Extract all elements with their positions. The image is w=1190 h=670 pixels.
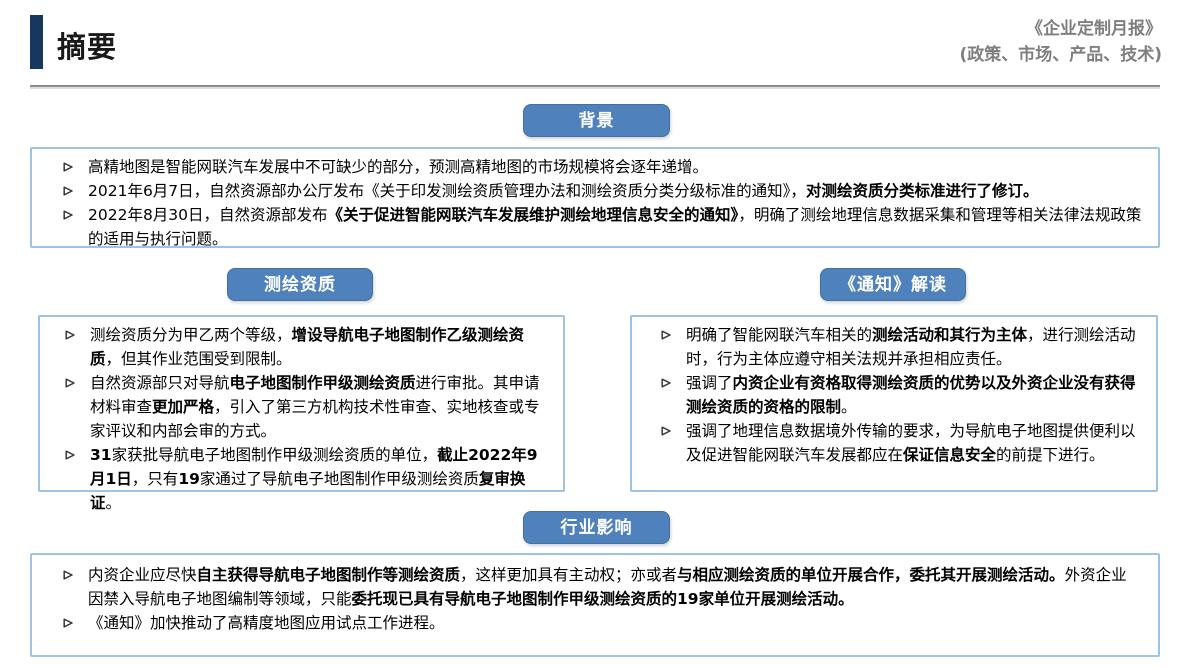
interpretation-bullet-list: 明确了智能网联汽车相关的测绘活动和其行为主体，进行测绘活动时，行为主体应遵守相关… <box>658 323 1142 467</box>
background-bullet-list: 高精地图是智能网联汽车发展中不可缺少的部分，预测高精地图的市场规模将会逐年递增。… <box>60 155 1142 251</box>
bullet-item: 明确了智能网联汽车相关的测绘活动和其行为主体，进行测绘活动时，行为主体应遵守相关… <box>658 323 1142 371</box>
arrow-bullet-icon <box>63 186 73 196</box>
qualification-box: 测绘资质分为甲乙两个等级，增设导航电子地图制作乙级测绘资质，但其作业范围受到限制… <box>38 315 565 512</box>
arrow-bullet-icon <box>63 570 73 580</box>
bullet-text: 2021年6月7日，自然资源部办公厅发布《关于印发测绘资质管理办法和测绘资质分类… <box>88 182 1039 200</box>
section-badge-industry: 行业影响 <box>523 511 670 544</box>
arrow-bullet-icon <box>661 426 671 436</box>
bullet-text: 2022年8月30日，自然资源部发布《关于促进智能网联汽车发展维护测绘地理信息安… <box>88 206 1142 248</box>
arrow-bullet-icon <box>65 378 75 388</box>
header-divider <box>30 85 1160 87</box>
bullet-item: 内资企业应尽快自主获得导航电子地图制作等测绘资质，这样更加具有主动权；亦或者与相… <box>60 563 1142 611</box>
background-box: 高精地图是智能网联汽车发展中不可缺少的部分，预测高精地图的市场规模将会逐年递增。… <box>30 147 1160 248</box>
bullet-item: 31家获批导航电子地图制作甲级测绘资质的单位，截止2022年9月1日，只有19家… <box>62 443 549 515</box>
arrow-bullet-icon <box>65 330 75 340</box>
bullet-item: 2021年6月7日，自然资源部办公厅发布《关于印发测绘资质管理办法和测绘资质分类… <box>60 179 1142 203</box>
section-badge-qualification: 测绘资质 <box>227 268 373 301</box>
report-subtitle-line1: 《企业定制月报》 <box>1026 19 1162 39</box>
title-accent-bar <box>30 15 43 69</box>
industry-box: 内资企业应尽快自主获得导航电子地图制作等测绘资质，这样更加具有主动权；亦或者与相… <box>30 553 1160 657</box>
bullet-text: 自然资源部只对导航电子地图制作甲级测绘资质进行审批。其申请材料审查更加严格，引入… <box>90 374 540 440</box>
bullet-item: 强调了内资企业有资格取得测绘资质的优势以及外资企业没有获得测绘资质的资格的限制。 <box>658 371 1142 419</box>
bullet-item: 测绘资质分为甲乙两个等级，增设导航电子地图制作乙级测绘资质，但其作业范围受到限制… <box>62 323 549 371</box>
bullet-text: 强调了地理信息数据境外传输的要求，为导航电子地图提供便利以及促进智能网联汽车发展… <box>686 422 1136 464</box>
arrow-bullet-icon <box>63 210 73 220</box>
section-badge-interpretation: 《通知》解读 <box>820 268 966 301</box>
bullet-text: 31家获批导航电子地图制作甲级测绘资质的单位，截止2022年9月1日，只有19家… <box>90 446 538 512</box>
bullet-item: 强调了地理信息数据境外传输的要求，为导航电子地图提供便利以及促进智能网联汽车发展… <box>658 419 1142 467</box>
interpretation-box: 明确了智能网联汽车相关的测绘活动和其行为主体，进行测绘活动时，行为主体应遵守相关… <box>630 315 1158 492</box>
bullet-text: 测绘资质分为甲乙两个等级，增设导航电子地图制作乙级测绘资质，但其作业范围受到限制… <box>90 326 525 368</box>
bullet-item: 《通知》加快推动了高精度地图应用试点工作进程。 <box>60 611 1142 635</box>
report-subtitle: 《企业定制月报》 (政策、市场、产品、技术) <box>959 16 1162 68</box>
arrow-bullet-icon <box>661 378 671 388</box>
bullet-item: 高精地图是智能网联汽车发展中不可缺少的部分，预测高精地图的市场规模将会逐年递增。 <box>60 155 1142 179</box>
bullet-text: 《通知》加快推动了高精度地图应用试点工作进程。 <box>88 614 445 632</box>
bullet-item: 自然资源部只对导航电子地图制作甲级测绘资质进行审批。其申请材料审查更加严格，引入… <box>62 371 549 443</box>
bullet-text: 强调了内资企业有资格取得测绘资质的优势以及外资企业没有获得测绘资质的资格的限制。 <box>686 374 1136 416</box>
arrow-bullet-icon <box>63 162 73 172</box>
bullet-text: 明确了智能网联汽车相关的测绘活动和其行为主体，进行测绘活动时，行为主体应遵守相关… <box>686 326 1136 368</box>
section-badge-background: 背景 <box>523 104 670 137</box>
industry-bullet-list: 内资企业应尽快自主获得导航电子地图制作等测绘资质，这样更加具有主动权；亦或者与相… <box>60 563 1142 635</box>
qualification-bullet-list: 测绘资质分为甲乙两个等级，增设导航电子地图制作乙级测绘资质，但其作业范围受到限制… <box>62 323 549 515</box>
arrow-bullet-icon <box>661 330 671 340</box>
bullet-text: 内资企业应尽快自主获得导航电子地图制作等测绘资质，这样更加具有主动权；亦或者与相… <box>88 566 1127 608</box>
arrow-bullet-icon <box>65 450 75 460</box>
bullet-text: 高精地图是智能网联汽车发展中不可缺少的部分，预测高精地图的市场规模将会逐年递增。 <box>88 158 709 176</box>
report-subtitle-line2: (政策、市场、产品、技术) <box>959 45 1162 65</box>
arrow-bullet-icon <box>63 618 73 628</box>
page-title: 摘要 <box>57 30 118 64</box>
bullet-item: 2022年8月30日，自然资源部发布《关于促进智能网联汽车发展维护测绘地理信息安… <box>60 203 1142 251</box>
